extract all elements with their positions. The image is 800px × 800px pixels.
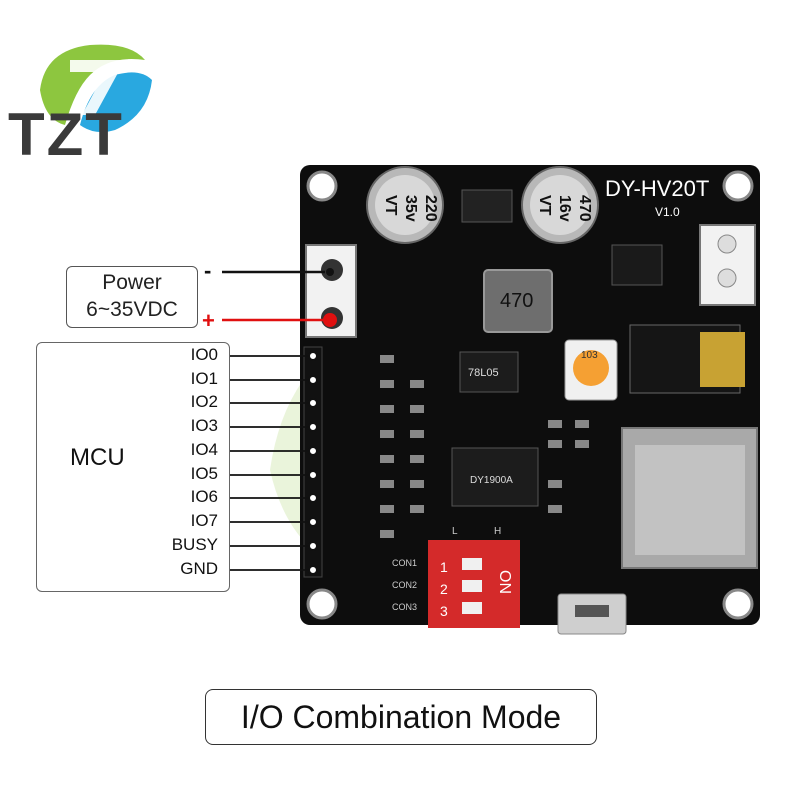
pin-label-io7: IO7: [190, 511, 218, 530]
pin-label-io2: IO2: [190, 392, 218, 411]
regulator-label: 78L05: [468, 367, 499, 379]
trimmer-value: 103: [581, 350, 598, 361]
pin-dots: [308, 351, 318, 575]
capacitor-right: [521, 166, 599, 244]
pin-label-gnd: GND: [180, 559, 218, 578]
cap-left-brand: VT: [382, 195, 399, 216]
logo-text: TZT: [8, 101, 124, 168]
minus-sign: -: [204, 258, 211, 283]
pin-label-io3: IO3: [190, 416, 218, 435]
con1-label: CON1: [392, 558, 417, 568]
con2-label: CON2: [392, 580, 417, 590]
pin-label-io5: IO5: [190, 464, 218, 483]
board-version: V1.0: [655, 205, 680, 219]
inductor: [483, 269, 553, 333]
main-chip: [451, 447, 539, 507]
dip-l-label: L: [452, 526, 458, 537]
cap-right-value: 470: [576, 195, 593, 222]
mcu-wires: [228, 355, 312, 571]
dip-number-2: 2: [440, 581, 448, 597]
main-chip-label: DY1900A: [470, 475, 513, 486]
capacitor-left: [366, 166, 444, 244]
mode-caption-box: I/O Combination Mode: [205, 689, 597, 745]
power-title: Power: [102, 271, 162, 294]
mounting-holes: [306, 170, 754, 620]
board-model: DY-HV20T: [605, 176, 709, 201]
smd-components: [380, 355, 589, 538]
dip-number-3: 3: [440, 603, 448, 619]
tzt-logo-icon: [40, 44, 152, 133]
pin-label-io4: IO4: [190, 440, 218, 459]
power-range: 6~35VDC: [86, 298, 178, 321]
mcu-box: [36, 342, 230, 592]
cap-right-brand: VT: [536, 195, 553, 216]
regulator: [459, 351, 519, 393]
cap-left-value: 220: [422, 195, 439, 222]
pin-label-busy: BUSY: [171, 535, 218, 554]
con3-label: CON3: [392, 602, 417, 612]
cap-left-voltage: 35v: [402, 195, 419, 222]
dip-h-label: H: [494, 526, 501, 537]
plus-sign: +: [202, 308, 215, 333]
pin-label-io6: IO6: [190, 487, 218, 506]
cap-right-voltage: 16v: [556, 195, 573, 222]
pin-label-io1: IO1: [190, 369, 218, 388]
pin-label-io0: IO0: [190, 345, 218, 364]
amp-ic: [611, 244, 663, 286]
power-box: Power 6~35VDC: [66, 266, 198, 328]
dip-on-label: ON: [496, 570, 513, 594]
dip-number-1: 1: [440, 559, 448, 575]
mode-caption: I/O Combination Mode: [240, 698, 562, 735]
inductor-value: 470: [500, 290, 533, 312]
top-ic: [461, 189, 513, 223]
mcu-label: MCU: [70, 444, 125, 471]
